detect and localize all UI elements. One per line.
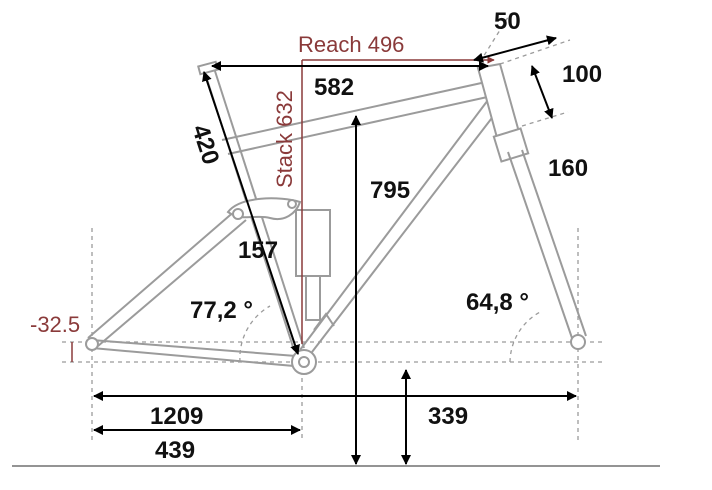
reach-stack-lines [71,56,495,362]
seat-tube-label: 420 [186,122,224,168]
front-center-label: 339 [428,403,468,430]
reach-label: Reach 496 [298,32,404,57]
bb-drop-label: -32.5 [30,312,80,337]
stem-label: 50 [494,8,521,35]
head-angle-label: 64,8 ° [466,289,529,316]
chainstay-height-label: 157 [238,237,278,264]
dimension-arrows [93,35,577,465]
seat-angle-label: 77,2 ° [190,297,253,324]
bike-frame [85,60,587,375]
stack-label: Stack 632 [272,90,297,188]
rear-center-label: 439 [155,437,195,464]
spacers-label: 100 [562,61,602,88]
wheelbase-label: 1209 [150,403,203,430]
top-tube-label: 582 [314,74,354,101]
height-label: 795 [370,177,410,204]
head-tube-label: 160 [548,155,588,182]
